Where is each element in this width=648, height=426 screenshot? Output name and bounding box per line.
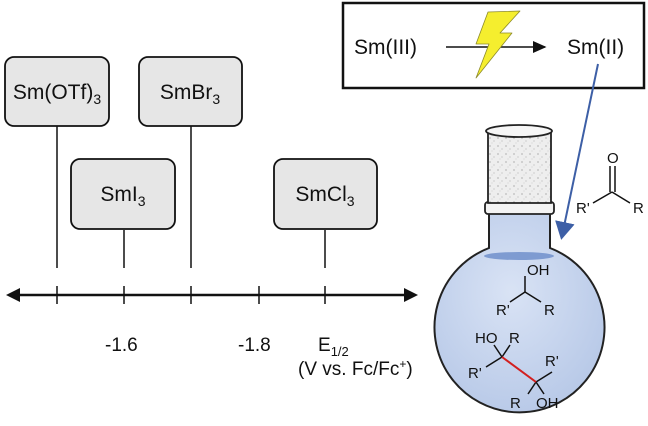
axis-reference-sup: + — [399, 357, 406, 371]
potential-axis: -1.6 -1.8 E1/2 (V vs. Fc/Fc+) — [6, 286, 418, 380]
ketone-oxygen: O — [607, 150, 619, 167]
pinacol-r-top: R — [509, 330, 520, 347]
solvent-surface — [484, 252, 554, 260]
ketone-structure — [592, 166, 631, 204]
round-bottom-flask — [433, 124, 606, 414]
new-cc-bond — [501, 356, 537, 383]
salt-label: SmCl3 — [295, 183, 354, 209]
transfer-arrow — [555, 63, 599, 240]
pinacol-r-prime-left: R' — [468, 365, 482, 382]
pinacol-structure — [485, 344, 553, 395]
salt-smi3: SmI3 — [70, 158, 176, 268]
salt-smcl3: SmCl3 — [273, 158, 378, 268]
ketone-r: R — [633, 200, 644, 217]
axis-title: E1/2 — [318, 335, 349, 359]
axis-reference-end: ) — [406, 359, 412, 380]
axis-title-main: E — [318, 335, 331, 356]
pinacol-r-prime-right: R' — [545, 353, 559, 370]
alcohol-r: R — [544, 302, 555, 319]
salt-label: SmI3 — [100, 183, 145, 209]
flask-neck-rim — [485, 124, 553, 138]
salt-label: SmBr3 — [160, 81, 221, 107]
reduction-box: Sm(III) Sm(II) — [341, 1, 646, 90]
salt-label: Sm(OTf)3 — [13, 81, 101, 107]
axis-arrow-right — [404, 288, 418, 302]
flask-body — [433, 211, 606, 414]
salt-box — [273, 158, 378, 230]
salt-box — [4, 56, 110, 127]
salt-smbr3: SmBr3 — [138, 56, 243, 268]
reactant-label: Sm(III) — [354, 36, 417, 59]
pinacol-oh: OH — [536, 395, 559, 412]
product-label: Sm(II) — [567, 36, 624, 59]
axis-arrow-left — [6, 288, 20, 302]
alcohol-r-prime: R' — [496, 302, 510, 319]
salt-box — [138, 56, 243, 127]
lightning-bolt-icon — [475, 10, 521, 79]
alcohol-structure — [509, 276, 542, 303]
axis-reference: (V vs. Fc/Fc+) — [298, 357, 413, 380]
axis-reference-text: (V vs. Fc/Fc — [298, 359, 399, 380]
pinacol-ho: HO — [475, 330, 498, 347]
tick-label-1-8: -1.8 — [238, 335, 271, 356]
ketone-r-prime: R' — [576, 200, 590, 217]
tick-label-1-6: -1.6 — [105, 335, 138, 356]
salt-box — [70, 158, 176, 230]
axis-ticks — [56, 286, 326, 304]
salt-smotf3: Sm(OTf)3 — [4, 56, 110, 268]
alcohol-oh: OH — [527, 262, 550, 279]
pinacol-r-bottom: R — [510, 395, 521, 412]
flask-ground-glass-neck — [487, 129, 552, 204]
axis-title-sub: 1/2 — [331, 344, 349, 359]
